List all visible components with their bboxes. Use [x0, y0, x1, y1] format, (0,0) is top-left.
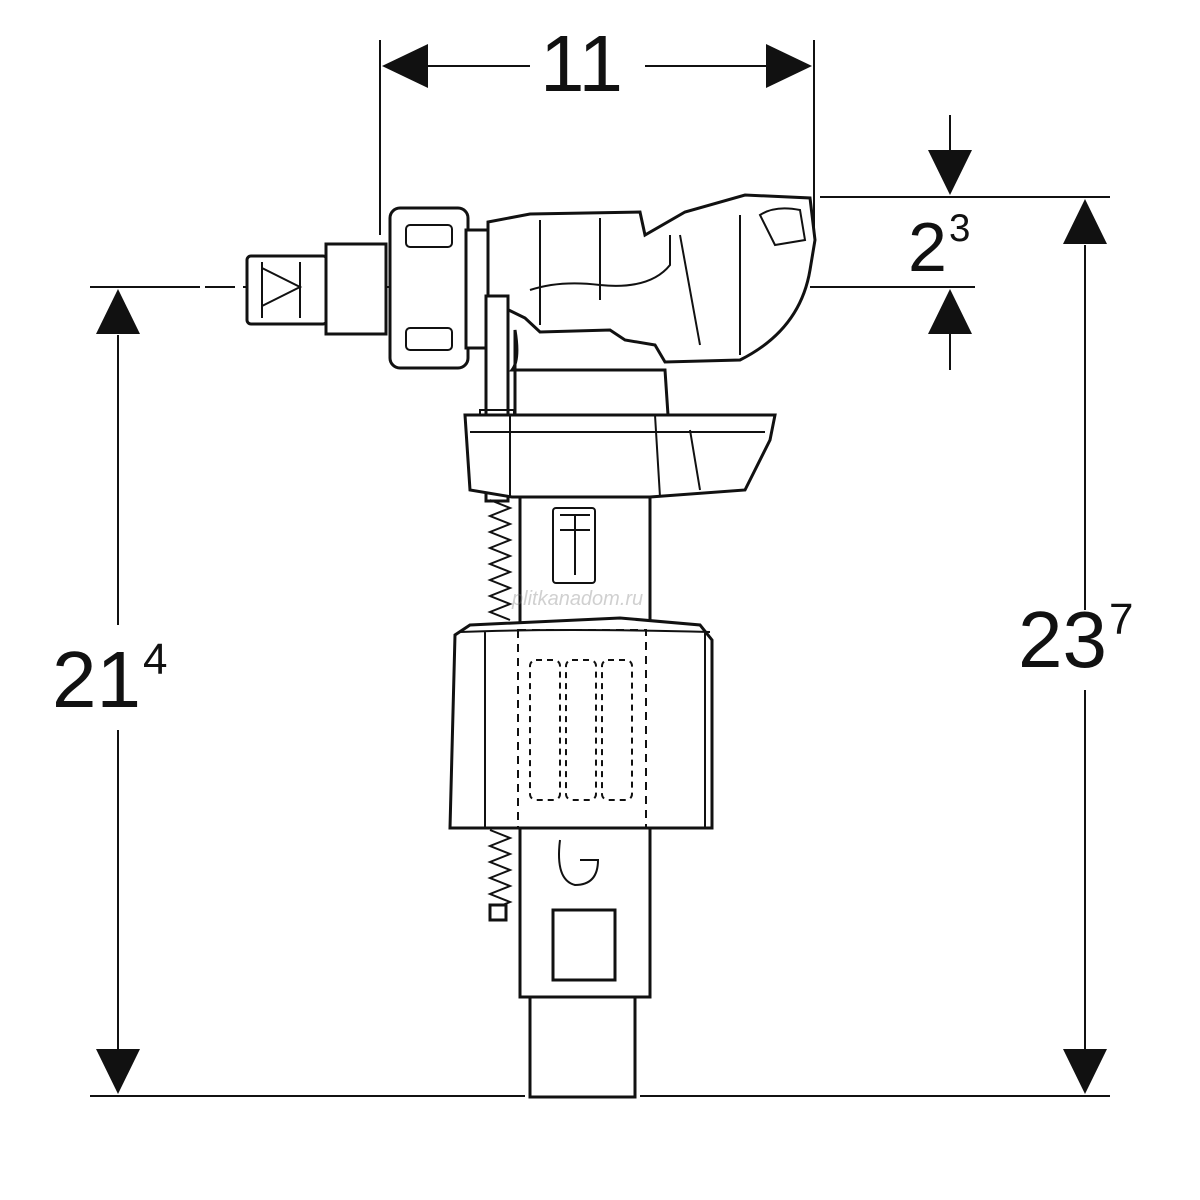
right-height-superscript: 7: [1108, 594, 1134, 644]
arrowhead-bottom: [1063, 1049, 1107, 1094]
square-mark: [551, 908, 617, 982]
arrowhead-bottom: [96, 1049, 140, 1094]
watermark: plitkanadom.ru: [512, 588, 644, 610]
right-height-label: 237: [1018, 597, 1133, 680]
inlet-collar: [324, 242, 388, 336]
left-height-label: 214: [52, 637, 167, 720]
spring: [487, 499, 513, 922]
tube-bottom: [528, 995, 637, 1099]
arrowhead-top: [1063, 199, 1107, 244]
width-value: 11: [540, 19, 624, 108]
float-body: [448, 616, 714, 830]
left-height-dimension: [90, 286, 525, 1097]
offset-superscript: 3: [948, 207, 971, 251]
offset-dimension: [810, 115, 1110, 370]
valve-body: [245, 193, 817, 503]
offset-label: 23: [908, 209, 970, 282]
width-dimension: [379, 40, 815, 240]
right-height-value: 23: [1018, 595, 1107, 684]
arrowhead-down: [928, 150, 972, 195]
valve-neck: [508, 329, 670, 417]
threaded-inlet: [245, 254, 329, 326]
right-height-dimension: [640, 199, 1110, 1097]
cup-ring: [463, 413, 777, 499]
union-nut: [388, 206, 470, 370]
arrowhead-right: [766, 44, 812, 88]
float: [448, 616, 714, 830]
arrowhead-left: [382, 44, 428, 88]
left-height-superscript: 4: [142, 634, 168, 684]
offset-value: 2: [908, 208, 947, 286]
width-label: 11: [540, 24, 623, 104]
arrowhead-up: [928, 289, 972, 334]
left-height-value: 21: [52, 635, 141, 724]
arrowhead-top: [96, 289, 140, 334]
